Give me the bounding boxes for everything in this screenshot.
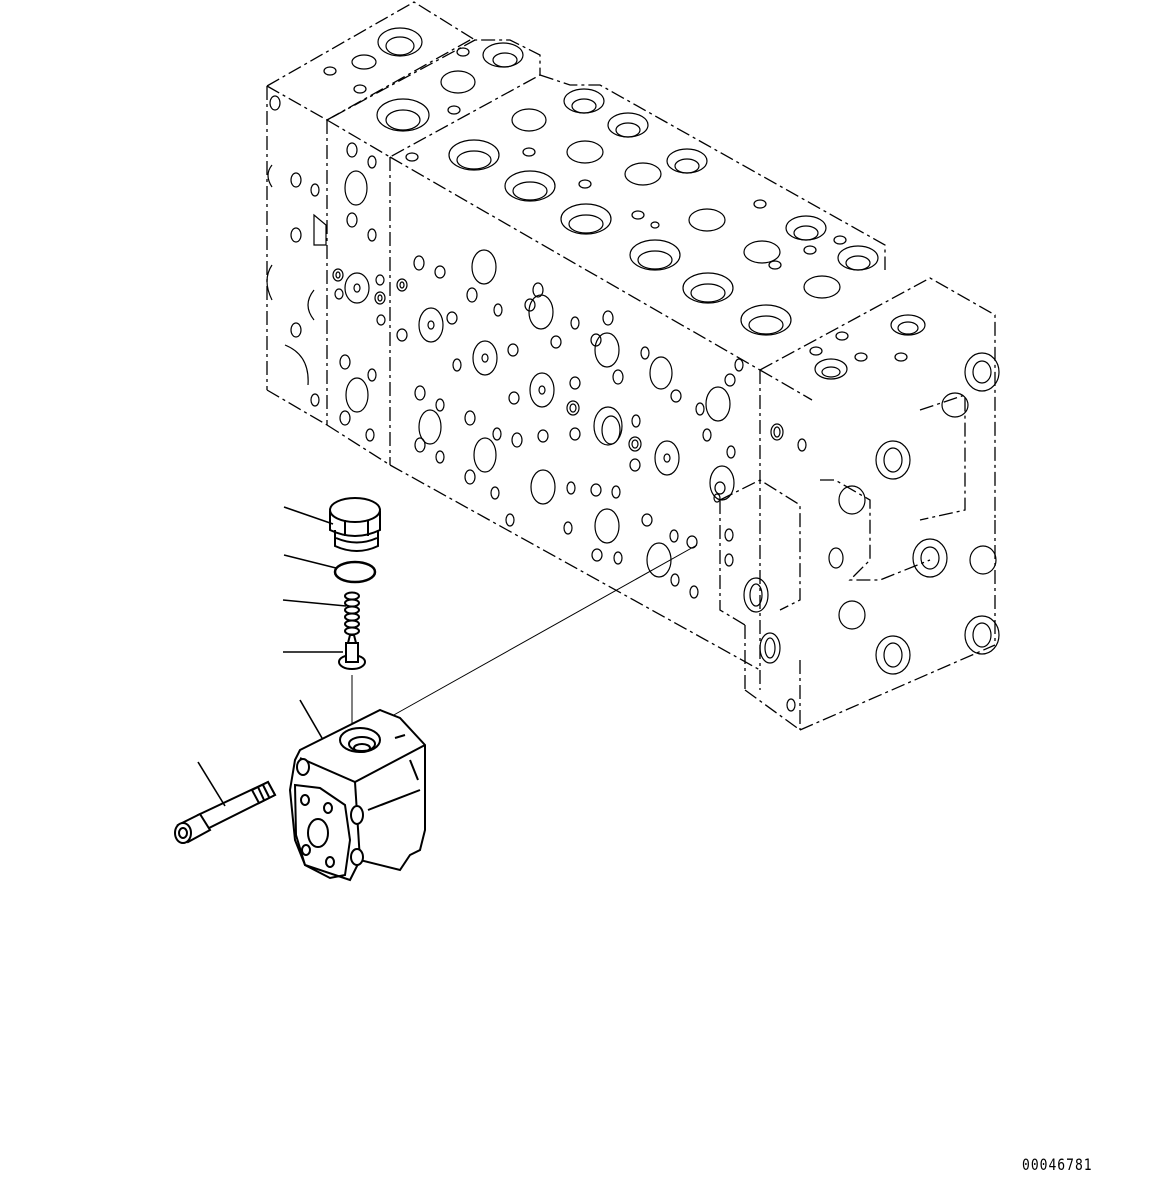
o-ring-leader xyxy=(283,554,337,569)
spring-leader xyxy=(282,599,347,607)
installation-line xyxy=(391,544,698,717)
bolt xyxy=(174,780,277,844)
plug-leader xyxy=(283,506,334,525)
o-ring xyxy=(333,560,377,584)
right-end-bosses xyxy=(724,352,1000,712)
spring xyxy=(344,591,360,636)
front-face-holes xyxy=(396,249,744,599)
valve-block xyxy=(288,708,426,882)
plug xyxy=(329,497,381,552)
drawing-number: 00046781 xyxy=(1022,1156,1093,1175)
valve-block-leader xyxy=(299,699,323,739)
main-valve-body xyxy=(266,1,1000,731)
left-face-holes xyxy=(266,95,386,442)
bolt-leader xyxy=(197,761,226,807)
top-ports xyxy=(323,27,926,380)
poppet xyxy=(338,634,366,670)
